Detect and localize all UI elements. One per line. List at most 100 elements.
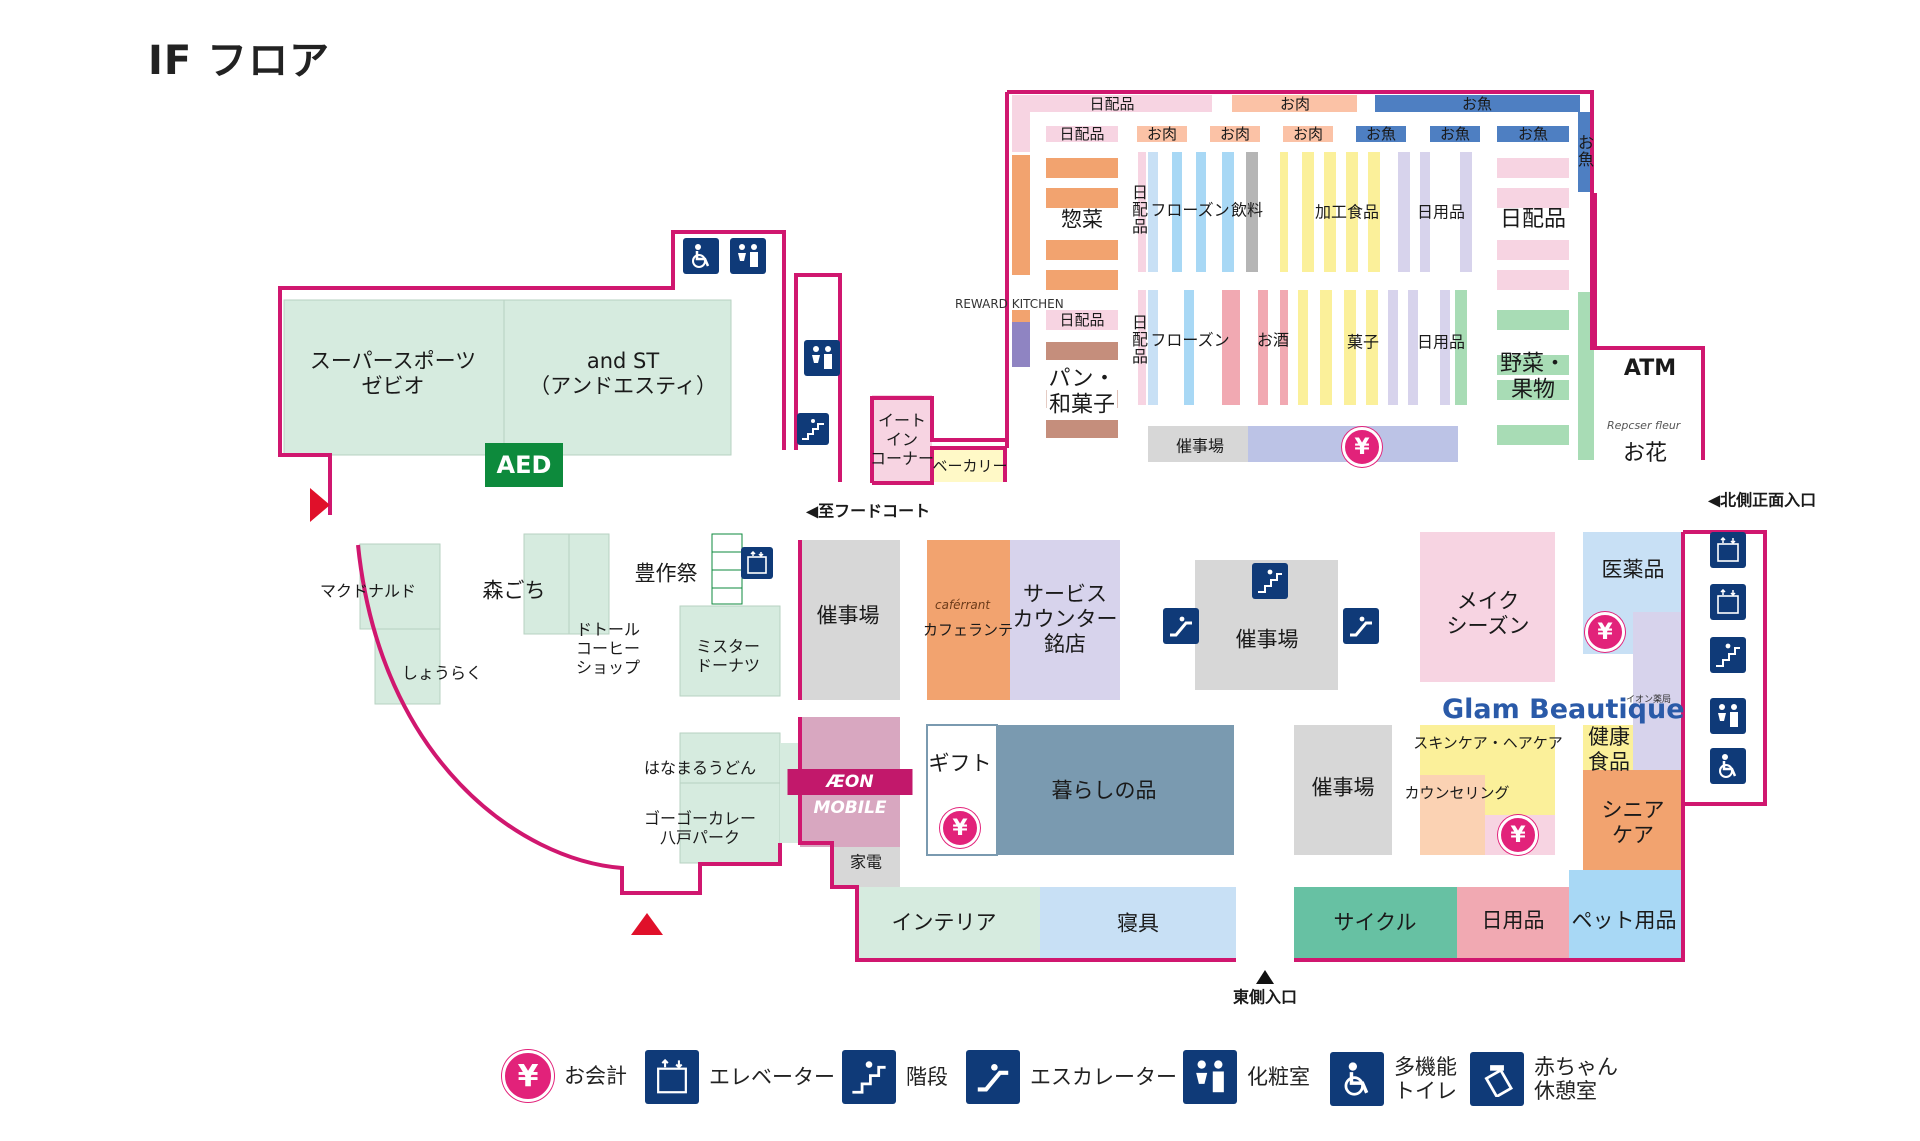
label-row-osakana-2: お魚 (1439, 125, 1471, 143)
eat-in-area (872, 395, 932, 483)
label-andst: and ST （アンドエスティ） (529, 348, 717, 398)
label-nichiyohin-v-1: 日配品 (1131, 182, 1148, 236)
cafelante-shop (927, 540, 1010, 700)
legend-label: 化粧室 (1247, 1064, 1310, 1089)
label-hanamaru: はなまるうどん (643, 758, 757, 778)
senior-shop (1583, 770, 1683, 875)
iyaku-shop (1583, 532, 1683, 612)
label-cafelante: カフェランテ (922, 621, 1014, 639)
label-nichiyohin-v-2: 日配品 (1131, 312, 1148, 366)
label-saiji-3: 催事場 (1311, 775, 1375, 800)
andst-shop (503, 299, 732, 456)
supermarket-area (931, 92, 1594, 482)
legend-item-stairs: 階段 (842, 1050, 948, 1104)
label-row-oniku-2: お肉 (1219, 125, 1251, 143)
legend-item-baby-room: 赤ちゃん 休憩室 (1470, 1052, 1618, 1106)
legend-label: エレベーター (709, 1064, 835, 1089)
label-nichiyou-3: 日用品 (1481, 908, 1545, 933)
label-gogo: ゴーゴーカレー 八戸パーク (643, 808, 757, 847)
label-iyaku: 医薬品 (1601, 557, 1665, 582)
legend-item-restroom: 化粧室 (1183, 1050, 1310, 1104)
label-misdo: ミスター ドーナツ (695, 636, 761, 675)
south-entrance-marker (631, 913, 663, 935)
label-row-osakana-3: お魚 (1517, 125, 1549, 143)
label-osake: お酒 (1256, 330, 1290, 350)
label-saiji-1: 催事場 (816, 603, 880, 628)
accessible-toilet-icon (1710, 748, 1746, 784)
label-frozen-2: フローズン (1150, 330, 1230, 350)
label-to-foodcourt: ◀至フードコート (805, 501, 931, 521)
label-pan: パン・ 和菓子 (1046, 366, 1118, 420)
legend-label: 多機能 トイレ (1394, 1054, 1457, 1103)
nichiyou-shop (1457, 887, 1569, 960)
glam-beautique-logo: Glam Beautique (1442, 694, 1685, 725)
stairs-icon (797, 413, 829, 445)
label-skincare: スキンケア・ヘアケア (1413, 734, 1563, 752)
accessible-toilet-icon (1330, 1052, 1384, 1106)
label-top-osakana: お魚 (1461, 95, 1493, 113)
yen-icon: ¥ (1498, 815, 1538, 855)
label-make: メイク シーズン (1446, 588, 1530, 638)
yen-icon: ¥ (1585, 612, 1625, 652)
label-atm: ATM (1623, 355, 1677, 381)
restroom-icon (730, 238, 766, 274)
label-nichiyohin-right: 日配品 (1499, 206, 1567, 232)
event-space-3 (1294, 725, 1392, 855)
repcser-logo: Repcser fleur (1607, 419, 1681, 432)
legend-item-checkout: ¥ お会計 (502, 1050, 627, 1102)
label-frozen-1: フローズン (1150, 200, 1230, 220)
label-row-oniku-3: お肉 (1292, 125, 1324, 143)
label-morigochi: 森ごち (482, 578, 546, 603)
label-mcdonalds: マクドナルド (319, 581, 417, 601)
label-doutor: ドトール コーヒー ショップ (575, 620, 641, 678)
elevator-icon (645, 1050, 699, 1104)
event-space-1 (800, 540, 900, 700)
aeon-mobile-badge: ÆON MOBILE (787, 769, 913, 818)
label-pet: ペット用品 (1571, 908, 1677, 933)
label-east-entrance: 東側入口 (1232, 987, 1298, 1007)
legend-label: 階段 (906, 1064, 948, 1089)
label-senior: シニア ケア (1601, 797, 1665, 847)
elevator-icon (741, 547, 773, 579)
legend-label: エスカレーター (1030, 1064, 1177, 1089)
cafferant-logo: caférrant (935, 598, 991, 612)
gift-shop (926, 724, 998, 856)
label-top-nichiyohin: 日配品 (1089, 95, 1135, 113)
label-saiji-2: 催事場 (1235, 627, 1299, 652)
baby-room-icon (1470, 1052, 1524, 1106)
reward-kitchen-logo: REWARD KITCHEN (955, 297, 1064, 311)
legend-item-accessible: 多機能 トイレ (1330, 1052, 1457, 1106)
xebio-shop (283, 299, 505, 456)
stairs-icon (842, 1050, 896, 1104)
escalator-icon (1163, 608, 1199, 644)
restroom-icon (804, 340, 840, 376)
walls (278, 90, 1767, 962)
aeon-yakkyoku (1633, 612, 1683, 770)
elevator-icon (1710, 532, 1746, 568)
label-row-nichiyohin: 日配品 (1059, 125, 1105, 143)
escalator-icon (1343, 608, 1379, 644)
kaden-shop (832, 847, 900, 887)
label-top-oniku: お肉 (1279, 95, 1311, 113)
restroom-icon (1183, 1050, 1237, 1104)
kurashi-shop (997, 725, 1234, 855)
label-nichiyohin-small: 日配品 (1059, 311, 1105, 329)
yen-icon: ¥ (1342, 427, 1382, 467)
label-kakou: 加工食品 (1314, 202, 1380, 222)
floor-title: IF フロア (148, 38, 331, 84)
make-season-shop (1420, 532, 1555, 682)
accessible-toilet-icon (683, 238, 719, 274)
top-bar-oniku (1232, 95, 1357, 112)
label-bakery: ベーカリー (932, 457, 1008, 475)
pet-shop (1569, 870, 1683, 960)
interior-shop (857, 887, 1040, 959)
label-kurashi: 暮らしの品 (1051, 778, 1157, 803)
label-ohana: お花 (1622, 440, 1668, 466)
elevator-icon (1710, 584, 1746, 620)
label-kashi: 菓子 (1346, 332, 1380, 352)
service-counter (1010, 540, 1120, 700)
label-row-oniku-1: お肉 (1146, 125, 1178, 143)
label-yasai: 野菜・ 果物 (1499, 351, 1567, 403)
label-service: サービス カウンター 銘店 (1012, 582, 1118, 657)
